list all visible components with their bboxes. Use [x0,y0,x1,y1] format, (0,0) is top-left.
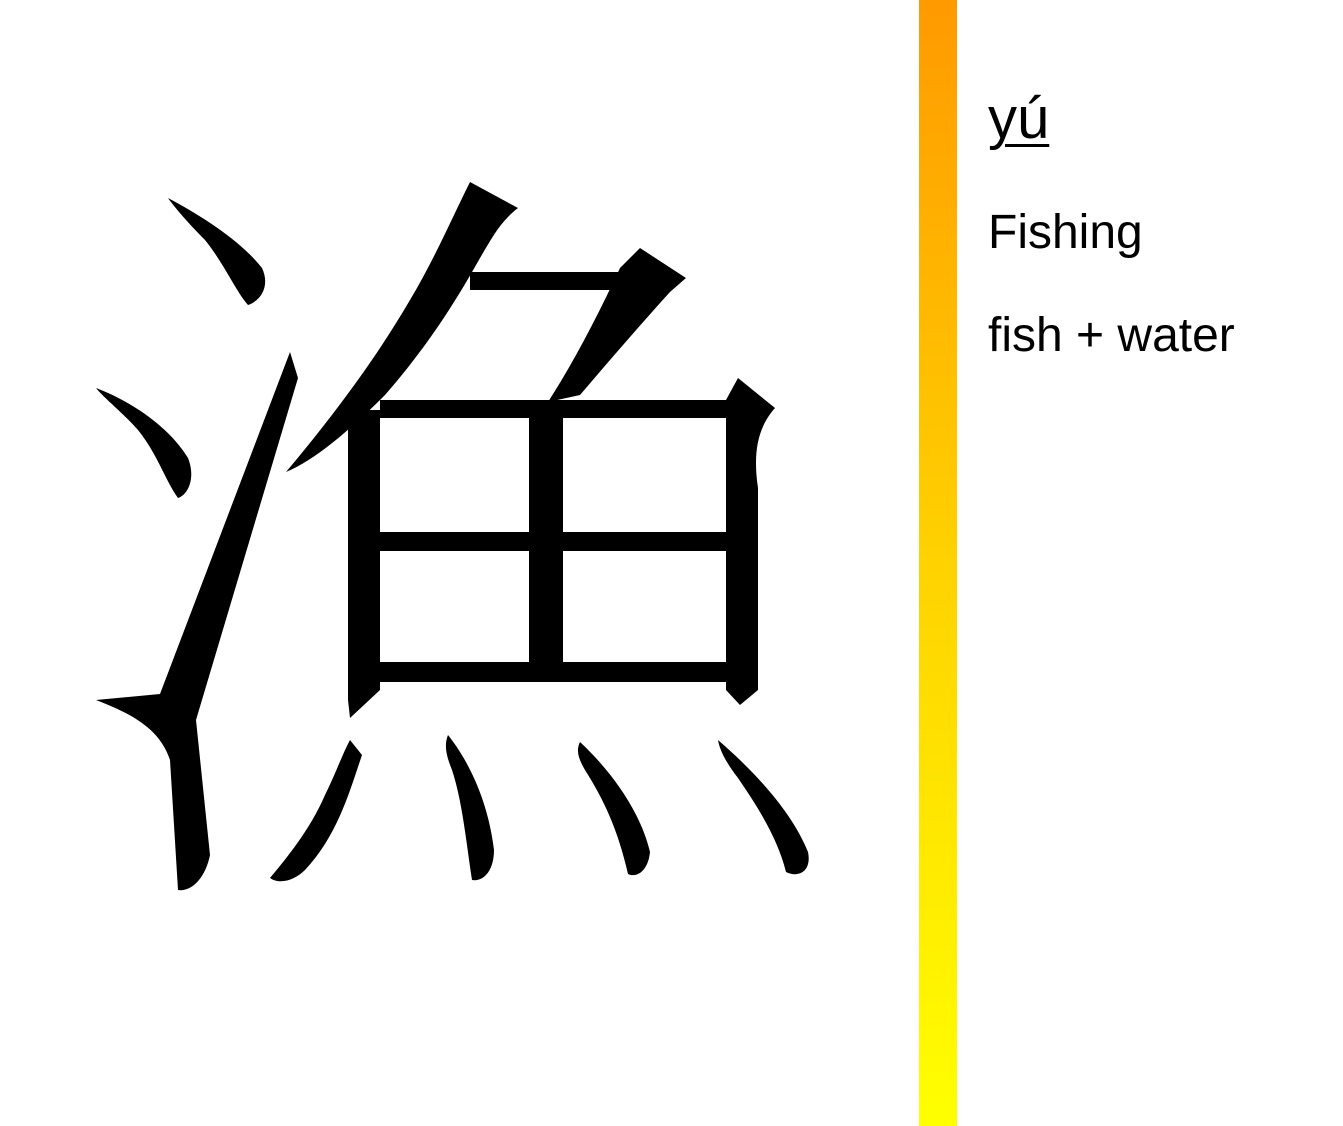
gradient-divider-bar [919,0,957,1126]
fire-dot-4 [718,740,809,875]
meaning-text: Fishing [988,206,1143,259]
water-rising-stroke [96,352,298,891]
fire-dot-2 [445,735,494,881]
fish-top-crossbar [470,272,618,290]
fish-right-diagonal [548,248,686,402]
water-dot-top [168,198,266,305]
fish-box-left [348,410,380,718]
fish-box-right [726,378,775,705]
water-dot-middle [96,388,192,498]
fish-box-vertical [529,400,563,662]
components-text: fish + water [988,309,1235,362]
character-panel [96,182,809,891]
pinyin-link[interactable]: yú [988,86,1050,151]
fire-dot-3 [577,742,650,876]
fish-top-hook [286,182,518,472]
character-glyph-yu [96,182,809,891]
fish-box-bottom [380,662,726,682]
info-panel: yú Fishing fish + water [988,0,1328,1126]
fire-dot-1 [270,740,362,882]
